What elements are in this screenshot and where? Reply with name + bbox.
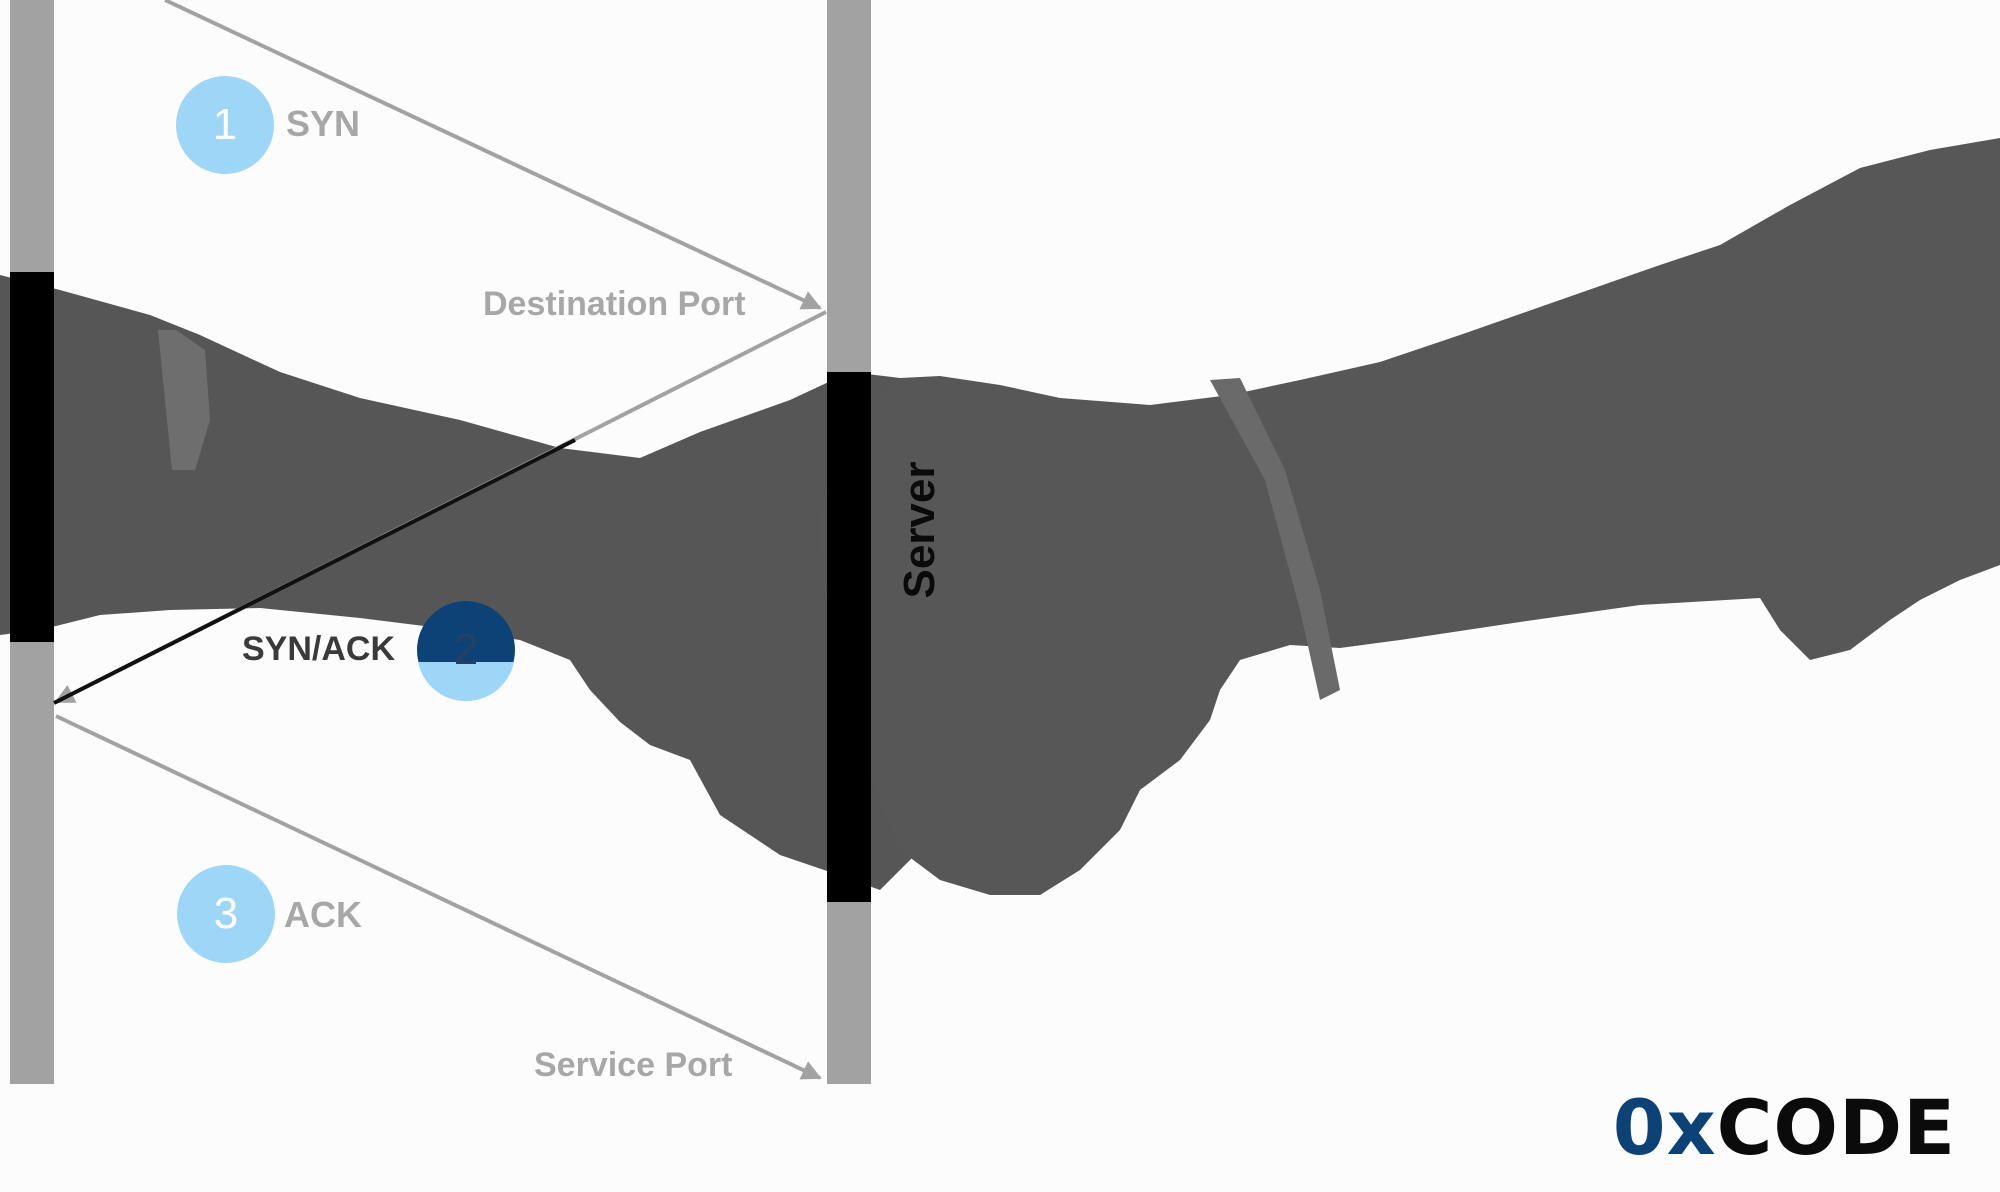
- syn-arrow: [164, 0, 822, 310]
- server-timeline-overlap: [827, 372, 871, 902]
- client-timeline-overlap: [10, 272, 54, 642]
- synack-label: SYN/ACK: [242, 630, 396, 668]
- client-arm: [0, 275, 920, 890]
- ack-label: ACK: [284, 894, 362, 935]
- destination-port-label: Destination Port: [483, 285, 746, 323]
- step-1-circle: [176, 76, 274, 174]
- server-bracelet: [1210, 378, 1340, 700]
- brand-logo: 0xCODE: [1613, 1090, 1956, 1166]
- server-label: Server: [895, 461, 944, 599]
- ack-arrow: [55, 714, 822, 1080]
- brand-logo-suffix: CODE: [1716, 1083, 1956, 1172]
- step-3-circle: [177, 865, 275, 963]
- service-port-label: Service Port: [534, 1046, 733, 1084]
- step-2-circle-light-half: [418, 662, 514, 702]
- syn-label: SYN: [286, 103, 361, 144]
- step-3-number: 3: [213, 889, 239, 938]
- server-arm: [820, 138, 2000, 895]
- step-2-number: 2: [453, 625, 479, 674]
- brand-logo-prefix: 0x: [1612, 1083, 1717, 1172]
- step-1-number: 1: [212, 100, 238, 149]
- synack-arrow-overlap: [53, 438, 576, 705]
- client-watch-band: [158, 330, 210, 470]
